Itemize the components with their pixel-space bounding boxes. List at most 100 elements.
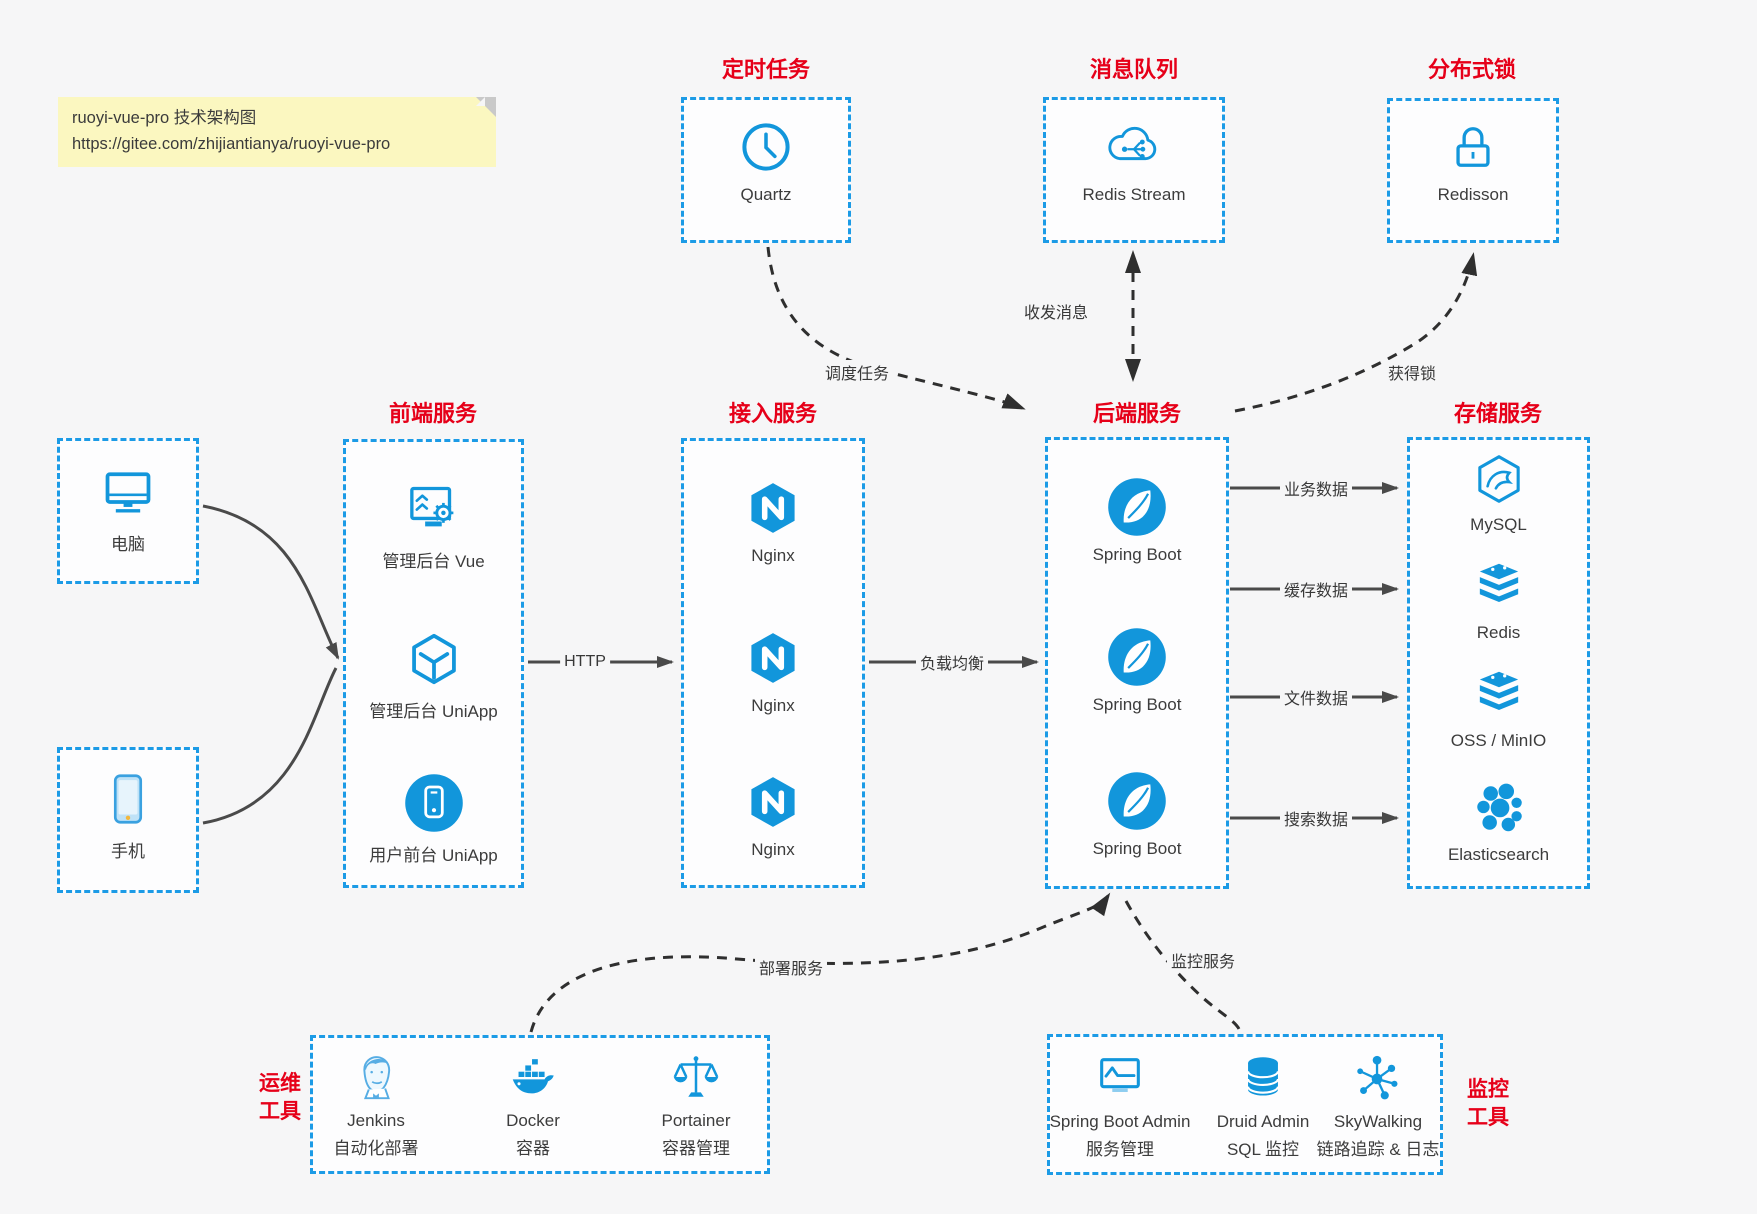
- edge-label-lock: 获得锁: [1383, 360, 1441, 384]
- spring-boot-icon: [1108, 772, 1166, 830]
- backend-box: Spring Boot Spring Boot Spring Boot: [1045, 437, 1229, 889]
- sba-label: Spring Boot Admin: [1049, 1112, 1191, 1131]
- edge-lock: [1234, 252, 1478, 413]
- elasticsearch-label: Elasticsearch: [1447, 845, 1550, 864]
- note-fold-corner: [476, 97, 496, 117]
- title-backend: 后端服务: [1092, 401, 1182, 426]
- edge-label-deploy: 部署服务: [754, 955, 828, 979]
- docker-node: Docker 容器: [458, 1050, 608, 1159]
- frontend-box: 管理后台 Vue 管理后台 UniApp 用户前台 UniApp: [343, 439, 524, 888]
- elasticsearch-icon: [1476, 783, 1522, 832]
- sba-sub: 服务管理: [1086, 1140, 1154, 1159]
- redisson-label: Redisson: [1437, 185, 1509, 204]
- ops-tools-tag: 运维 工具: [248, 1070, 312, 1127]
- springboot-node-1: Spring Boot: [1048, 476, 1226, 565]
- jenkins-label: Jenkins: [347, 1111, 405, 1130]
- edge-monitor: [1124, 900, 1242, 1032]
- pc-client-node: 电脑: [60, 461, 196, 555]
- title-access: 接入服务: [728, 401, 818, 426]
- ops-tools-box: Jenkins 自动化部署 Docker 容器: [310, 1035, 770, 1174]
- admin-vue-icon: [409, 486, 453, 527]
- redis-stack-icon: [1479, 563, 1518, 603]
- storage-box: MySQL Redis OSS / Mi: [1407, 437, 1590, 889]
- ops-tag-line2: 工具: [259, 1100, 301, 1124]
- edge-label-monitor: 监控服务: [1166, 948, 1240, 972]
- jenkins-sub: 自动化部署: [333, 1139, 419, 1158]
- druid-node: Druid Admin SQL 监控: [1188, 1051, 1338, 1160]
- oss-node: OSS / MinIO: [1410, 666, 1587, 751]
- mysql-icon: [1477, 455, 1520, 503]
- uniapp-cube-icon: [411, 633, 456, 685]
- jenkins-node: Jenkins 自动化部署: [301, 1050, 451, 1159]
- nginx-node-2: Nginx: [684, 627, 862, 716]
- lock-icon: [1456, 127, 1490, 167]
- oss-stack-icon: [1479, 671, 1518, 711]
- springboot-node-3: Spring Boot: [1048, 770, 1226, 859]
- druid-database-icon: [1246, 1057, 1280, 1096]
- spring-boot-icon: [1108, 628, 1166, 686]
- docker-label: Docker: [506, 1111, 560, 1130]
- nginx-label-1: Nginx: [751, 546, 795, 565]
- nginx-icon: [751, 777, 795, 827]
- redisson-node: Redisson: [1390, 116, 1556, 205]
- edge-deploy: [529, 892, 1111, 1033]
- edge-label-business-data: 业务数据: [1279, 476, 1353, 500]
- portainer-node: Portainer 容器管理: [621, 1050, 771, 1159]
- access-box: Nginx Nginx Nginx: [681, 438, 865, 888]
- monitor-tag-line1: 监控: [1467, 1078, 1509, 1101]
- nginx-label-2: Nginx: [751, 696, 795, 715]
- edge-label-http: HTTP: [560, 653, 610, 671]
- redis-stream-label: Redis Stream: [1082, 185, 1186, 204]
- desktop-icon: [105, 472, 151, 513]
- docker-icon: [512, 1059, 554, 1094]
- springboot-node-2: Spring Boot: [1048, 626, 1226, 715]
- title-distributed-lock: 分布式锁: [1427, 57, 1517, 82]
- quartz-box: Quartz: [681, 97, 851, 243]
- springboot-label-3: Spring Boot: [1092, 839, 1182, 858]
- quartz-label: Quartz: [740, 185, 792, 204]
- quartz-node: Quartz: [684, 116, 848, 205]
- portainer-label: Portainer: [661, 1111, 731, 1130]
- edge-label-schedule: 调度任务: [820, 360, 894, 384]
- redis-stream-node: Redis Stream: [1046, 116, 1222, 205]
- note-title: ruoyi-vue-pro 技术架构图: [72, 109, 257, 127]
- phone-client-box: 手机: [57, 747, 199, 893]
- edge-label-file-data: 文件数据: [1279, 685, 1353, 709]
- docker-sub: 容器: [516, 1139, 550, 1158]
- redis-stream-box: Redis Stream: [1043, 97, 1225, 243]
- user-uniapp-label: 用户前台 UniApp: [369, 846, 498, 865]
- springboot-label-1: Spring Boot: [1092, 545, 1182, 564]
- edge-phone-to-frontend: [202, 667, 338, 825]
- nginx-label-3: Nginx: [751, 840, 795, 859]
- monitor-tools-tag: 监控 工具: [1448, 1076, 1528, 1133]
- edge-label-message: 收发消息: [1019, 299, 1093, 323]
- springboot-label-2: Spring Boot: [1092, 695, 1182, 714]
- skywalking-hub-icon: [1357, 1055, 1398, 1100]
- monitor-tag-line2: 工具: [1467, 1106, 1509, 1130]
- user-uniapp-icon: [404, 774, 463, 832]
- redis-label: Redis: [1476, 623, 1521, 642]
- nginx-icon: [751, 633, 795, 683]
- edge-pc-to-frontend: [202, 504, 340, 660]
- user-uniapp-node: 用户前台 UniApp: [346, 772, 521, 866]
- nginx-icon: [751, 483, 795, 533]
- monitor-tools-box: Spring Boot Admin 服务管理 Druid Admin SQL 监…: [1047, 1034, 1443, 1175]
- nginx-node-3: Nginx: [684, 771, 862, 860]
- oss-label: OSS / MinIO: [1450, 731, 1547, 750]
- pc-client-box: 电脑: [57, 438, 199, 584]
- phone-client-label: 手机: [111, 842, 145, 861]
- title-scheduled-tasks: 定时任务: [721, 57, 811, 82]
- phone-client-node: 手机: [60, 768, 196, 862]
- edge-label-load-balance: 负载均衡: [915, 650, 989, 674]
- spring-boot-admin-icon: [1100, 1058, 1140, 1092]
- title-frontend: 前端服务: [388, 401, 478, 426]
- admin-uniapp-label: 管理后台 UniApp: [369, 702, 498, 721]
- admin-vue-node: 管理后台 Vue: [346, 478, 521, 572]
- edge-schedule: [766, 246, 1026, 410]
- cloud-stream-icon: [1108, 126, 1157, 161]
- portainer-scales-icon: [673, 1056, 719, 1097]
- redis-node: Redis: [1410, 558, 1587, 643]
- nginx-node-1: Nginx: [684, 477, 862, 566]
- title-storage: 存储服务: [1453, 401, 1543, 426]
